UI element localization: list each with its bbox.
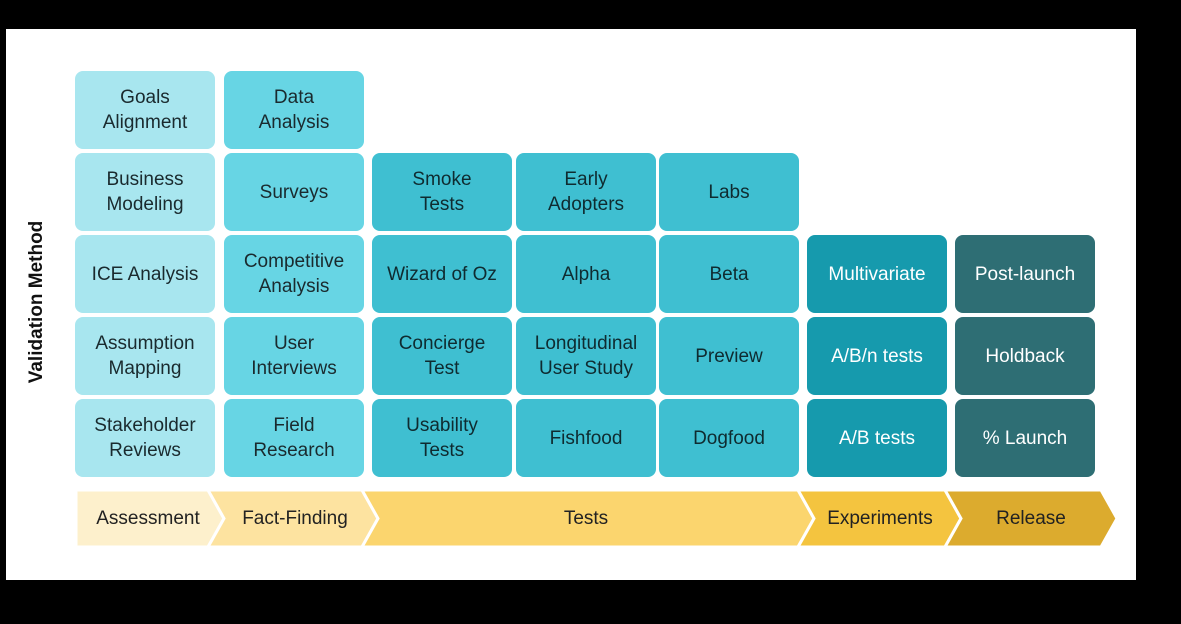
stage-label-release: Release <box>996 507 1066 529</box>
method-cell-release: Post-launch <box>955 235 1095 313</box>
method-cell-fact-finding: User Interviews <box>224 317 364 395</box>
method-cell-fact-finding: Competitive Analysis <box>224 235 364 313</box>
method-cell-release: % Launch <box>955 399 1095 477</box>
method-cell-fact-finding: Data Analysis <box>224 71 364 149</box>
stage-label-tests: Tests <box>563 507 609 529</box>
method-cell-tests-3: Preview <box>659 317 799 395</box>
method-cell-assessment: Business Modeling <box>75 153 215 231</box>
method-cell-tests-2: Fishfood <box>516 399 656 477</box>
method-cell-tests-3: Beta <box>659 235 799 313</box>
method-cell-tests-1: Concierge Test <box>372 317 512 395</box>
method-cell-tests-2: Early Adopters <box>516 153 656 231</box>
method-cell-tests-2: Longitudinal User Study <box>516 317 656 395</box>
stage-label-experiments: Experiments <box>827 507 933 529</box>
method-cell-fact-finding: Field Research <box>224 399 364 477</box>
method-cell-tests-3: Dogfood <box>659 399 799 477</box>
method-cell-experiments: A/B tests <box>807 399 947 477</box>
stage-label-fact-finding: Fact-Finding <box>242 507 348 529</box>
stage-label-assessment: Assessment <box>96 507 200 529</box>
method-cell-experiments: Multivariate <box>807 235 947 313</box>
method-cell-experiments: A/B/n tests <box>807 317 947 395</box>
method-cell-tests-1: Wizard of Oz <box>372 235 512 313</box>
method-cell-tests-1: Usability Tests <box>372 399 512 477</box>
method-cell-assessment: Goals Alignment <box>75 71 215 149</box>
method-cell-release: Holdback <box>955 317 1095 395</box>
method-cell-assessment: Stakeholder Reviews <box>75 399 215 477</box>
method-cell-tests-3: Labs <box>659 153 799 231</box>
method-cell-tests-1: Smoke Tests <box>372 153 512 231</box>
method-cell-assessment: ICE Analysis <box>75 235 215 313</box>
method-cell-assessment: Assumption Mapping <box>75 317 215 395</box>
y-axis-label: Validation Method <box>26 220 47 384</box>
method-cell-tests-2: Alpha <box>516 235 656 313</box>
method-cell-fact-finding: Surveys <box>224 153 364 231</box>
